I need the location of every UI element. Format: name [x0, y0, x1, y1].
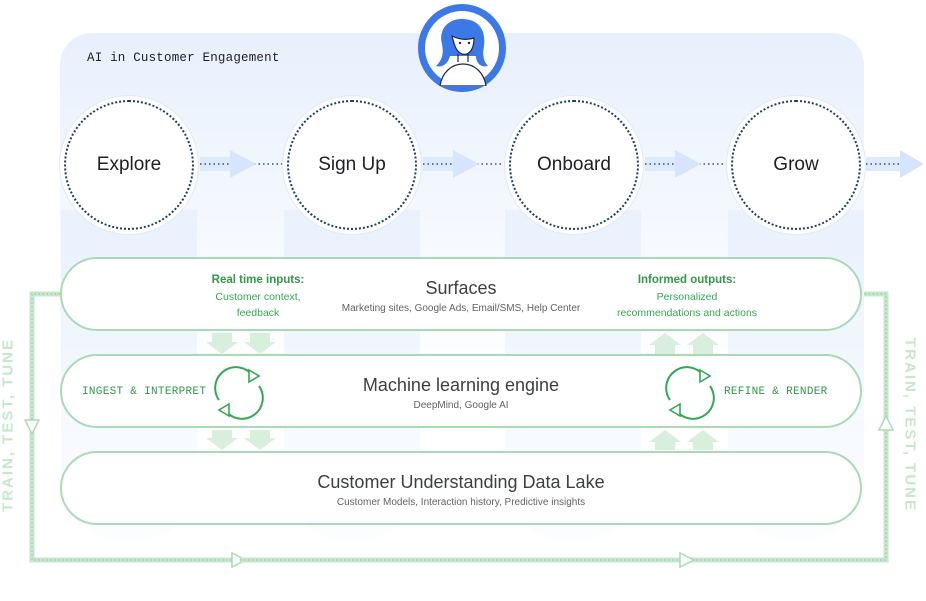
- flow-arrow-icon: [645, 150, 727, 178]
- stage-label: Grow: [773, 154, 819, 175]
- layer-subtitle: Marketing sites, Google Ads, Email/SMS, …: [341, 303, 581, 314]
- layer-subtitle: Customer Models, Interaction history, Pr…: [336, 497, 586, 508]
- refine-label: REFINE & RENDER: [724, 386, 828, 398]
- layer-title: Machine learning engine: [362, 375, 560, 395]
- stage-label: Sign Up: [318, 154, 386, 175]
- layer-ml-engine: Machine learning engine DeepMind, Google…: [60, 354, 862, 428]
- outputs-line-1: Personalized: [656, 291, 718, 303]
- flow-arrow-icon: [866, 150, 924, 178]
- flow-arrow-icon: [423, 150, 505, 178]
- layer-data-lake: Customer Understanding Data Lake Custome…: [60, 451, 862, 525]
- outputs-heading: Informed outputs:: [637, 274, 737, 286]
- stage-onboard: Onboard: [505, 96, 643, 234]
- up-arrows-right: [649, 333, 719, 450]
- ingest-label: INGEST & INTERPRET: [82, 386, 207, 398]
- layer-title: Customer Understanding Data Lake: [317, 472, 605, 492]
- train-loop-right: [240, 291, 895, 569]
- train-loop-left: [23, 291, 248, 569]
- person-avatar-icon: [418, 4, 506, 92]
- stage-label: Explore: [96, 154, 162, 175]
- loop-label-left: TRAIN, TEST, TUNE: [0, 337, 17, 513]
- cycle-arrows-icon: [665, 366, 715, 420]
- layer-title: Surfaces: [425, 278, 497, 298]
- layer-surfaces: Surfaces Marketing sites, Google Ads, Em…: [60, 257, 862, 331]
- inputs-line-1: Customer context,: [215, 291, 301, 303]
- layer-subtitle: DeepMind, Google AI: [413, 400, 509, 411]
- inputs-heading: Real time inputs:: [211, 274, 305, 286]
- diagram-title: AI in Customer Engagement: [87, 51, 280, 65]
- stage-label: Onboard: [537, 154, 611, 175]
- flow-arrow-icon: [200, 150, 282, 178]
- inputs-line-2: feedback: [236, 307, 280, 319]
- cycle-arrows-icon: [214, 366, 264, 420]
- stage-explore: Explore: [60, 96, 198, 234]
- outputs-line-2: recommendations and actions: [616, 307, 758, 319]
- down-arrows-left: [206, 333, 276, 450]
- stage-signup: Sign Up: [283, 96, 421, 234]
- stage-grow: Grow: [727, 96, 865, 234]
- loop-label-right: TRAIN, TEST, TUNE: [901, 337, 919, 513]
